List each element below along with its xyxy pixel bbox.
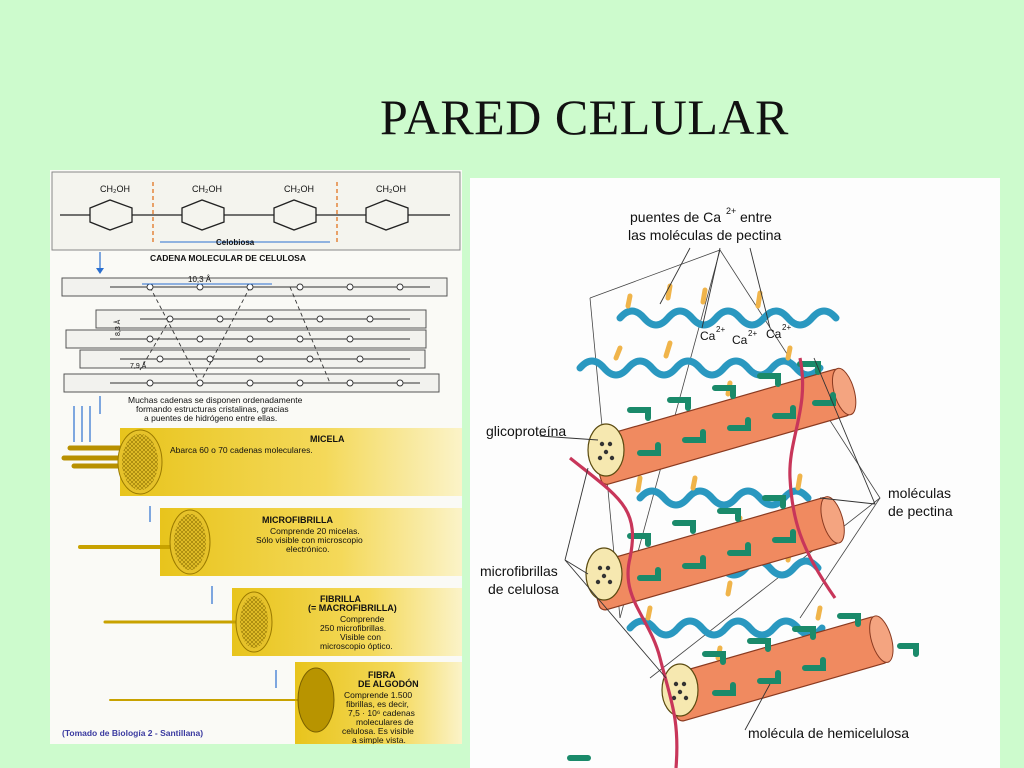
distance-label: 8,3 Å — [113, 319, 122, 336]
calcium-charge: 2+ — [782, 323, 791, 332]
microfibrilla-text: electrónico. — [286, 544, 329, 554]
hemicellulose-hooks — [567, 361, 919, 761]
fibra-text: fibrillas, es decir, — [346, 699, 409, 709]
puentes-charge: 2+ — [726, 206, 736, 216]
fibrilla-text: Visible con — [340, 632, 381, 642]
source-credit: (Tomado de Biología 2 - Santillana) — [62, 728, 203, 738]
fibra-title: DE ALGODÓN — [358, 678, 419, 689]
distance-label: 10,3 Å — [188, 275, 212, 284]
calcium-charge: 2+ — [716, 325, 725, 334]
pectina-label: de pectina — [888, 503, 953, 519]
calcium-label: Ca — [700, 329, 716, 343]
crystal-caption: Muchas cadenas se disponen ordenadamente — [128, 395, 303, 405]
micela-title: MICELA — [310, 434, 345, 444]
hemicelulosa-label: molécula de hemicelulosa — [748, 725, 909, 741]
microfibrilla-title: MICROFIBRILLA — [262, 515, 333, 525]
distance-label: 7,9 Å — [130, 361, 147, 370]
oh-group-label: CH₂OH — [376, 184, 406, 194]
fibra-disc — [297, 667, 335, 733]
puentes-label: puentes de Ca — [630, 209, 721, 225]
oh-group-label: CH₂OH — [100, 184, 130, 194]
microfibrilla-text: Comprende 20 micelas. — [270, 526, 360, 536]
fibrilla-text: Comprende — [340, 614, 385, 624]
fibra-text: 7,5 · 10⁶ cadenas — [348, 708, 415, 718]
fibrilla-title: (= MACROFIBRILLA) — [308, 603, 397, 613]
celobiosa-label: Celobiosa — [216, 238, 255, 247]
fibra-text: Comprende 1.500 — [344, 690, 412, 700]
calcium-charge: 2+ — [748, 329, 757, 338]
chain-rings — [110, 286, 430, 384]
microfibrillas-label: microfibrillas — [480, 563, 558, 579]
crystal-caption: formando estructuras cristalinas, gracia… — [136, 404, 289, 414]
cellulose-microfibrils — [585, 367, 894, 722]
puentes-label: las moléculas de pectina — [628, 227, 782, 243]
oh-group-label: CH₂OH — [284, 184, 314, 194]
glucose-rings — [60, 199, 450, 231]
cadena-title: CADENA MOLECULAR DE CELULOSA — [150, 253, 306, 263]
crystal-caption: a puentes de hidrógeno entre ellas. — [144, 413, 277, 423]
fibra-text: celulosa. Es visible — [342, 726, 414, 736]
micela-text: Abarca 60 o 70 cadenas moleculares. — [170, 445, 313, 455]
fibrilla-title: FIBRILLA — [320, 594, 361, 604]
fibrilla-text: microscopio óptico. — [320, 641, 393, 651]
microfibrillas-label: de celulosa — [488, 581, 559, 597]
microfibrilla-text: Sólo visible con microscopio — [256, 535, 363, 545]
fibra-text: moleculares de — [356, 717, 414, 727]
calcium-label: Ca — [732, 333, 748, 347]
calcium-label: Ca — [766, 327, 782, 341]
oh-group-label: CH₂OH — [192, 184, 222, 194]
fibrilla-text: 250 microfibrillas. — [320, 623, 386, 633]
cell-wall-model-figure: Ca 2+ Ca 2+ Ca 2+ puentes de Ca 2+ entre… — [470, 178, 1000, 768]
hemicellulose-strands — [569, 357, 837, 768]
slide-title: PARED CELULAR — [380, 89, 789, 145]
glicoproteina-label: glicoproteína — [486, 423, 566, 439]
cellulose-hierarchy-figure: CH₂OH CH₂OH CH₂OH CH₂OH Celobiosa CADENA… — [50, 170, 462, 744]
micela-band — [120, 428, 462, 496]
fibra-title: FIBRA — [368, 670, 396, 680]
fibra-text: a simple vista. — [352, 735, 406, 744]
pectina-label: moléculas — [888, 485, 951, 501]
puentes-label-end: entre — [740, 209, 772, 225]
